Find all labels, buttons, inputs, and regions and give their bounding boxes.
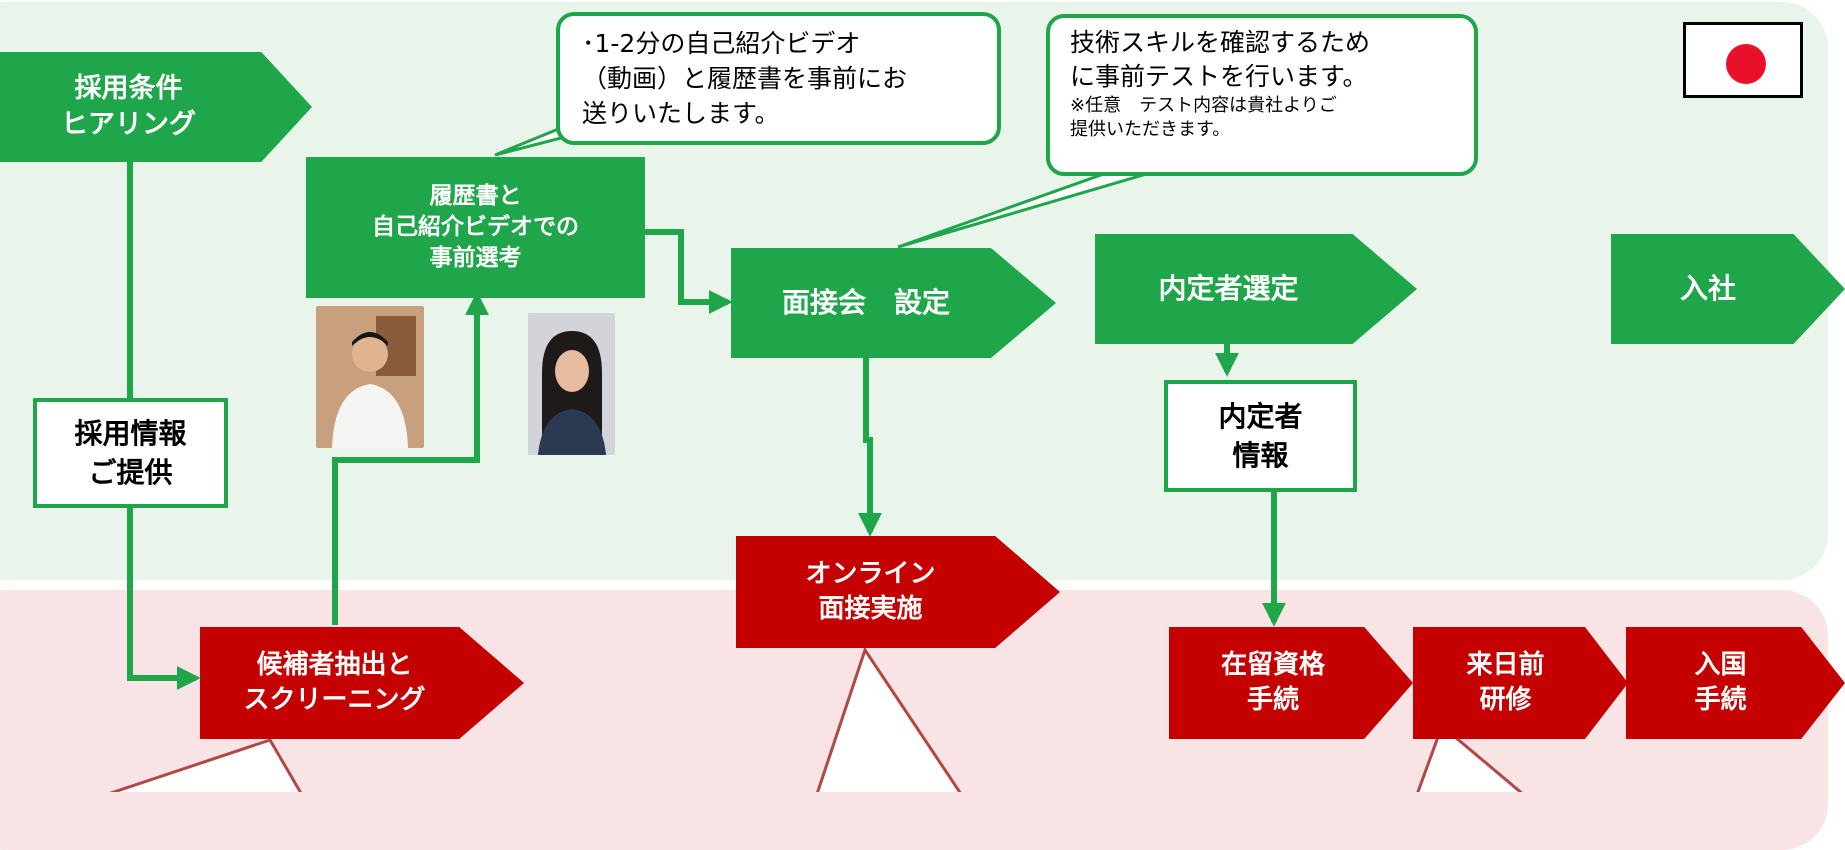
step-online-interview-label: オンライン 面接実施 xyxy=(805,558,936,624)
test-callout: 技術スキルを確認するため に事前テストを行います。 ※任意 テスト内容は貴社より… xyxy=(1046,14,1478,176)
step-interview-setup: 面接会 設定 xyxy=(731,248,1056,358)
bubble-tail-mid xyxy=(816,646,962,792)
candidate-photo-female xyxy=(528,313,615,455)
test-callout-note: ※任意 テスト内容は貴社よりご 提供いただきます。 xyxy=(1070,94,1337,140)
step-resume-video-screening: 履歴書と 自己紹介ビデオでの 事前選考 xyxy=(306,157,645,298)
offer-info-box: 内定者 情報 xyxy=(1164,380,1357,492)
bubble-tail-right xyxy=(1416,723,1523,792)
hiring-info-label: 採用情報 ご提供 xyxy=(74,416,187,489)
step-candidate-screening-label: 候補者抽出と スクリーニング xyxy=(243,649,426,715)
step-joining-label: 入社 xyxy=(1679,272,1736,306)
connector-candidates-to-screening xyxy=(332,291,489,625)
japan-flag-icon xyxy=(1683,22,1803,98)
step-pre-arrival-training-label: 来日前 研修 xyxy=(1466,649,1545,715)
step-pre-arrival-training: 来日前 研修 xyxy=(1413,627,1628,739)
bubble-tail-left xyxy=(109,738,303,792)
step-joining: 入社 xyxy=(1611,234,1845,344)
video-callout: ･1‐2分の自己紹介ビデオ （動画）と履歴書を事前にお 送りいたします。 xyxy=(556,12,1001,145)
step-resume-video-screening-label: 履歴書と 自己紹介ビデオでの 事前選考 xyxy=(372,182,579,272)
candidate-photo-male xyxy=(316,306,424,448)
test-callout-main: 技術スキルを確認するため に事前テストを行います。 xyxy=(1070,28,1371,91)
step-residence-status-label: 在留資格 手続 xyxy=(1220,649,1325,715)
connector-screening-to-interview xyxy=(640,229,733,314)
step-immigration-label: 入国 手続 xyxy=(1694,649,1747,715)
step-immigration: 入国 手続 xyxy=(1626,627,1845,739)
step-hiring-hearing: 採用条件 ヒアリング xyxy=(0,52,312,162)
step-hiring-hearing-label: 採用条件 ヒアリング xyxy=(61,72,196,140)
video-callout-text: ･1‐2分の自己紹介ビデオ （動画）と履歴書を事前にお 送りいたします。 xyxy=(582,29,908,128)
person-male-icon xyxy=(316,306,424,448)
step-offer-selection: 内定者選定 xyxy=(1095,234,1417,344)
person-female-icon xyxy=(528,313,615,455)
flag-sun xyxy=(1726,44,1766,84)
step-online-interview: オンライン 面接実施 xyxy=(736,536,1060,648)
step-interview-setup-label: 面接会 設定 xyxy=(781,286,950,320)
step-residence-status: 在留資格 手続 xyxy=(1169,627,1413,739)
step-candidate-screening: 候補者抽出と スクリーニング xyxy=(200,627,524,739)
hiring-info-box: 採用情報 ご提供 xyxy=(33,398,228,508)
step-offer-selection-label: 内定者選定 xyxy=(1158,272,1299,306)
connector-hearing-to-candidates xyxy=(127,160,201,690)
offer-info-label: 内定者 情報 xyxy=(1218,399,1303,472)
connector-interview-to-online xyxy=(858,358,882,537)
